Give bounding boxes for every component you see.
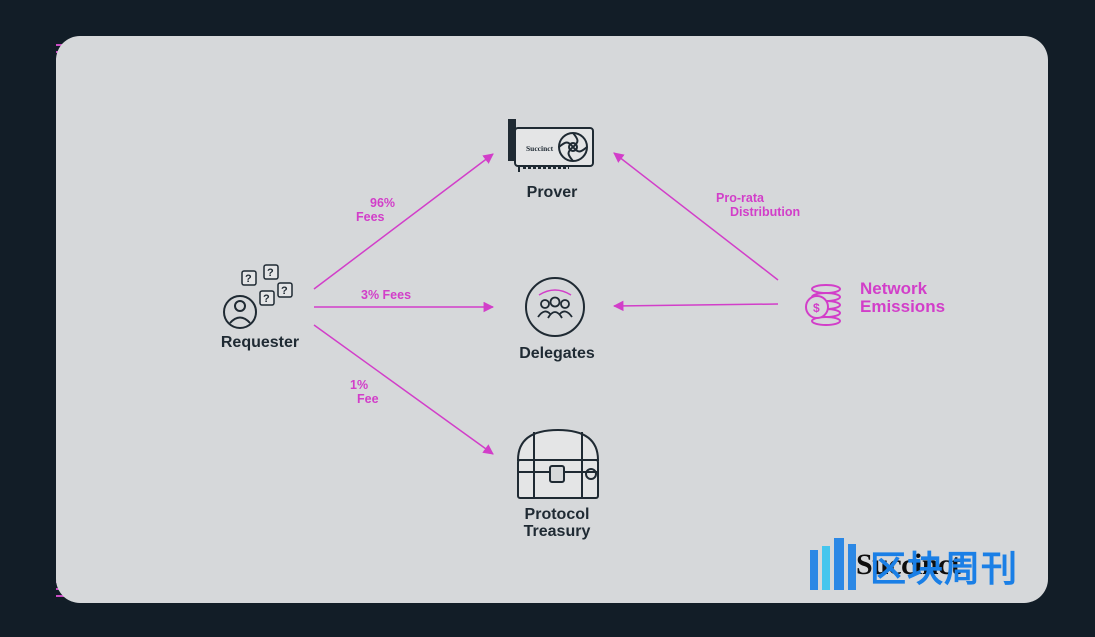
- arrow-requester-to-prover: [313, 153, 494, 290]
- svg-text:?: ?: [267, 267, 274, 279]
- delegates-label: Delegates: [519, 345, 595, 362]
- svg-text:?: ?: [281, 285, 288, 297]
- watermark-text: 区块周刊: [870, 549, 1019, 590]
- treasury-fee-percent: 1%: [350, 378, 369, 392]
- prover-fee-word: Fees: [356, 210, 385, 224]
- flow-diagram: Succinct ? ? ? ?: [223, 119, 841, 499]
- gpu-icon: [508, 119, 594, 172]
- svg-text:?: ?: [263, 293, 270, 305]
- prorata-distribution-label: Pro-rata Distribution: [716, 191, 800, 219]
- requester-icon: [223, 295, 257, 329]
- treasury-label: Protocol Treasury: [505, 506, 609, 540]
- svg-text:?: ?: [245, 273, 252, 285]
- arrow-emissions-to-prover: [613, 152, 779, 281]
- gpu-brand-text: Succinct: [526, 144, 554, 153]
- requester-label: Requester: [220, 334, 300, 351]
- prorata-line2: Distribution: [730, 205, 801, 219]
- coin-stack-icon: $: [805, 284, 841, 326]
- delegates-fee-label: 3% Fees: [361, 288, 412, 302]
- question-bubbles-icon: ? ? ? ?: [241, 264, 293, 306]
- treasury-fee-word: Fee: [357, 392, 379, 406]
- emissions-label-line1: Network: [860, 279, 928, 298]
- treasury-fee-label: 1% Fee: [350, 378, 379, 406]
- arrow-requester-to-treasury: [313, 324, 494, 455]
- network-emissions-label: Network Emissions: [860, 280, 945, 316]
- svg-text:$: $: [813, 301, 820, 315]
- watermark-bars-icon: [810, 538, 856, 590]
- treasury-label-line1: Protocol: [524, 506, 590, 523]
- delegates-icon: [525, 277, 585, 337]
- prorata-line1: Pro-rata: [716, 191, 764, 205]
- prover-label: Prover: [526, 184, 578, 201]
- arrow-emissions-to-delegates: [612, 300, 779, 312]
- prover-fee-label: 96% Fees: [356, 196, 395, 224]
- treasury-label-line2: Treasury: [523, 523, 591, 540]
- diagram-card: Succinct ? ? ? ?: [56, 36, 1048, 603]
- prover-fee-percent: 96%: [370, 196, 396, 210]
- treasury-chest-icon: [516, 428, 600, 499]
- emissions-label-line2: Emissions: [860, 297, 946, 316]
- succinct-logo: Succinct: [856, 548, 961, 581]
